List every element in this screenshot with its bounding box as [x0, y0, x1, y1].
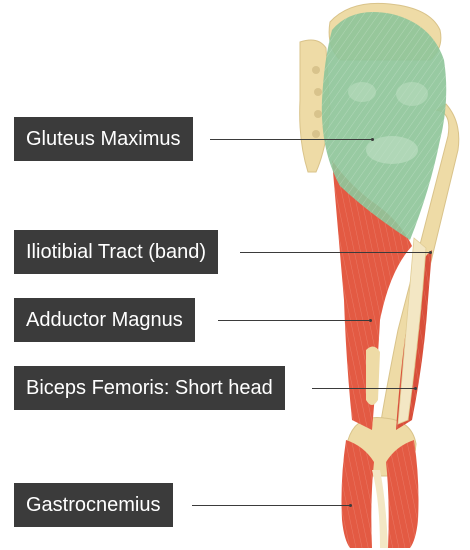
gluteus-maximus-label: Gluteus Maximus [14, 117, 193, 161]
biceps-femoris-short-head-leader [312, 388, 415, 389]
gluteus-maximus-leader [210, 139, 372, 140]
iliotibial-tract-label: Iliotibial Tract (band) [14, 230, 219, 274]
iliotibial-tract [397, 237, 427, 425]
gastrocnemius-leader [192, 505, 350, 506]
biceps-femoris-short-head-pointer [414, 387, 417, 390]
iliotibial-tract-leader [240, 252, 430, 253]
gastrocnemius-label: Gastrocnemius [14, 483, 173, 527]
adductor-magnus-leader [218, 320, 370, 321]
adductor-magnus-label: Adductor Magnus [14, 298, 195, 342]
biceps-femoris-short-head-label: Biceps Femoris: Short head [14, 366, 285, 410]
gastrocnemius-pointer [349, 504, 352, 507]
gluteus-maximus-pointer [371, 138, 374, 141]
iliotibial-tract-pointer [429, 251, 432, 254]
adductor-magnus-pointer [369, 319, 372, 322]
